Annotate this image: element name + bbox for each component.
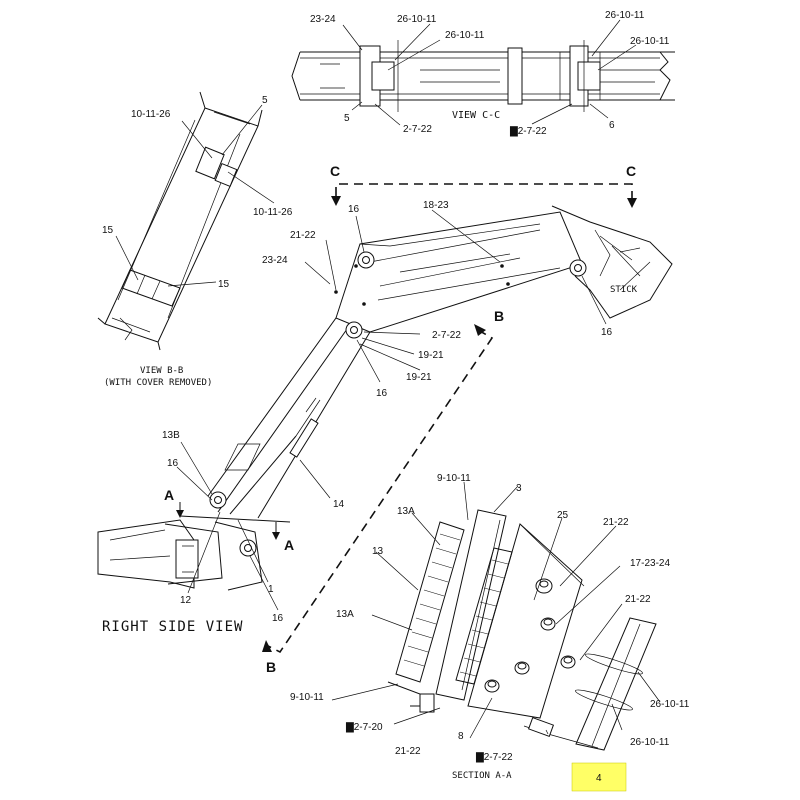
callout: 1 bbox=[268, 584, 274, 595]
callout-highlighted: 4 bbox=[596, 773, 602, 784]
highlight-item-4 bbox=[571, 762, 627, 792]
callout: 15 bbox=[102, 225, 114, 236]
callout: 16 bbox=[348, 204, 360, 215]
section-lines bbox=[262, 183, 637, 654]
callout: 19-21 bbox=[406, 372, 432, 383]
callout: 26-10-11 bbox=[630, 36, 670, 47]
callout: 19-21 bbox=[418, 350, 444, 361]
section-marker-a-right: A bbox=[284, 537, 294, 553]
callout: 23-24 bbox=[262, 255, 288, 266]
view-cc-drawing bbox=[291, 19, 675, 126]
callout: 18-23 bbox=[423, 200, 449, 211]
callout-labels: 23-24 26-10-11 26-10-11 26-10-11 26-10-1… bbox=[102, 10, 690, 784]
callout: 15 bbox=[218, 279, 230, 290]
callout: 10-11-26 bbox=[131, 109, 171, 120]
callout: 5 bbox=[262, 95, 268, 106]
callout: 21-22 bbox=[625, 594, 651, 605]
callout: 16 bbox=[272, 613, 284, 624]
callout: 26-10-11 bbox=[630, 737, 670, 748]
callout: 25 bbox=[557, 510, 569, 521]
callout: ▇2-7-22 bbox=[475, 752, 513, 763]
callout: 5 bbox=[344, 113, 350, 124]
callout: 23-24 bbox=[310, 14, 336, 25]
view-bb-subtitle: (WITH COVER REMOVED) bbox=[104, 378, 212, 388]
section-marker-c-left: C bbox=[330, 163, 340, 179]
callout: 12 bbox=[180, 595, 192, 606]
callout: 14 bbox=[333, 499, 345, 510]
callout: ▇2-7-20 bbox=[345, 722, 383, 733]
callout: 3 bbox=[516, 483, 522, 494]
callout: 16 bbox=[376, 388, 388, 399]
view-cc-title: VIEW C-C bbox=[452, 110, 500, 121]
right-side-view-drawing bbox=[97, 205, 673, 611]
callout: 6 bbox=[609, 120, 615, 131]
callout: 13A bbox=[336, 609, 354, 620]
section-marker-b-bottom: B bbox=[266, 659, 276, 675]
callout: 8 bbox=[458, 731, 464, 742]
callout: 13B bbox=[162, 430, 180, 441]
section-aa-title: SECTION A-A bbox=[452, 771, 512, 781]
callout: 9-10-11 bbox=[290, 692, 324, 703]
section-marker-a-left: A bbox=[164, 487, 174, 503]
section-aa-drawing bbox=[331, 481, 661, 751]
callout: 26-10-11 bbox=[605, 10, 645, 21]
callout: 21-22 bbox=[290, 230, 316, 241]
callout: 16 bbox=[601, 327, 613, 338]
callout: 2-7-22 bbox=[432, 330, 461, 341]
section-marker-b-top: B bbox=[494, 308, 504, 324]
callout: 10-11-26 bbox=[253, 207, 293, 218]
view-bb-drawing bbox=[97, 91, 275, 351]
callout: 13A bbox=[397, 506, 415, 517]
callout: 26-10-11 bbox=[397, 14, 437, 25]
callout: 17-23-24 bbox=[630, 558, 670, 569]
callout: 13 bbox=[372, 546, 384, 557]
view-bb-title: VIEW B-B bbox=[140, 366, 183, 376]
callout: 21-22 bbox=[395, 746, 421, 757]
callout: 21-22 bbox=[603, 517, 629, 528]
stick-label: STICK bbox=[610, 285, 638, 295]
callout: 26-10-11 bbox=[445, 30, 485, 41]
section-marker-c-right: C bbox=[626, 163, 636, 179]
callout: 16 bbox=[167, 458, 179, 469]
callout: 9-10-11 bbox=[437, 473, 471, 484]
callout: 2-7-22 bbox=[403, 124, 432, 135]
callout: ▇2-7-22 bbox=[509, 126, 547, 137]
callout: 26-10-11 bbox=[650, 699, 690, 710]
right-side-view-title: RIGHT SIDE VIEW bbox=[102, 619, 243, 635]
